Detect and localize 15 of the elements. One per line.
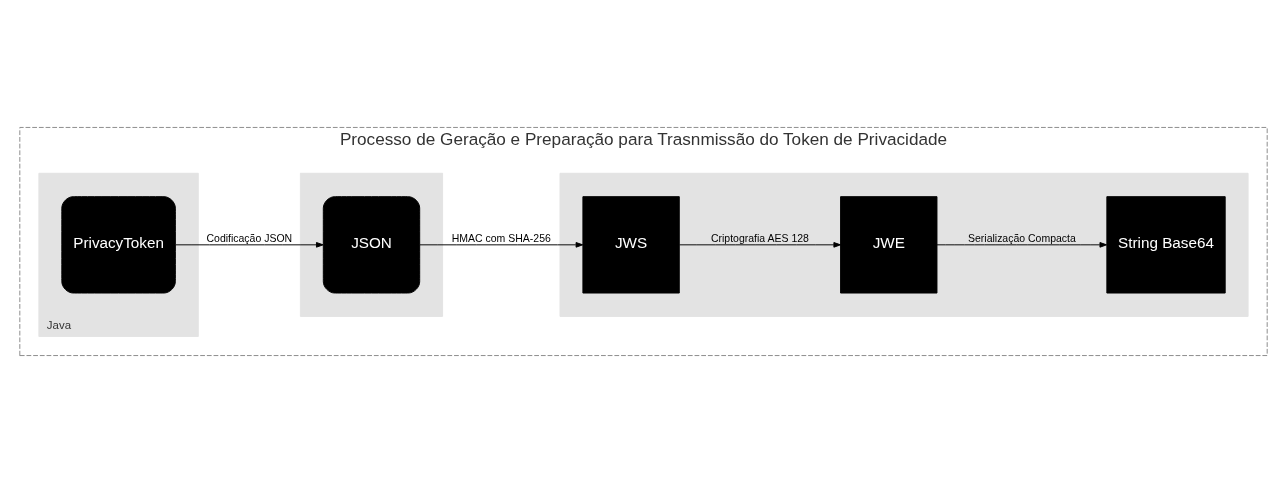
node-box: JWS: [582, 195, 680, 293]
node-box: JWE: [840, 195, 938, 293]
arrow: [419, 241, 584, 248]
edge-label: HMAC com SHA-256: [451, 232, 551, 244]
arrow: [679, 241, 842, 248]
arrow: [936, 241, 1108, 248]
node-box: JSON: [322, 195, 421, 293]
edge-label: Criptografia AES 128: [710, 232, 809, 244]
edge-label: Codificação JSON: [206, 232, 293, 244]
edge-label: Serialização Compacta: [968, 232, 1076, 244]
cluster: [299, 172, 444, 317]
cluster: [559, 172, 1249, 317]
arrow: [175, 241, 324, 248]
node-box: String Base64: [1106, 195, 1226, 293]
node-box: PrivacyToken: [61, 195, 176, 293]
